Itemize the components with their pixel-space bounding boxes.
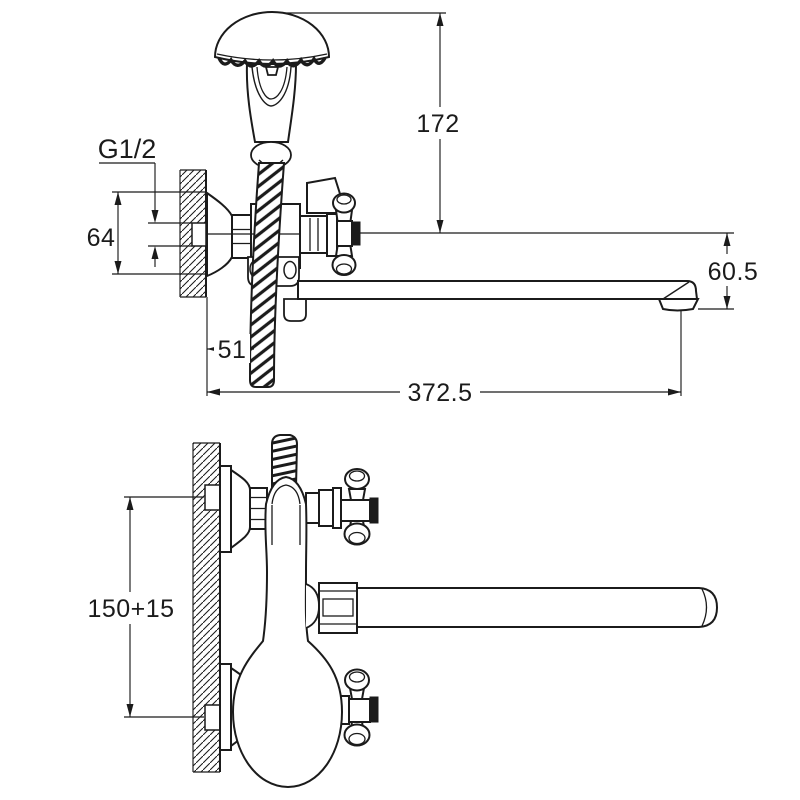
handle-end-cap bbox=[351, 221, 361, 246]
cross-handle-side bbox=[331, 192, 361, 276]
hex-nut-side bbox=[231, 214, 252, 259]
shower-head-dome bbox=[213, 11, 331, 65]
spout-mouth bbox=[657, 298, 700, 312]
dim-372-5: 372.5 bbox=[207, 376, 681, 408]
cartridge-side bbox=[299, 213, 338, 257]
spout-front bbox=[305, 582, 719, 634]
hand-shower bbox=[213, 11, 331, 169]
dim-spout-drop-label: 60.5 bbox=[708, 258, 759, 286]
dim-spout-reach-label: 372.5 bbox=[407, 379, 472, 407]
dim-height-label: 172 bbox=[416, 110, 459, 138]
dim-51: 51 bbox=[207, 334, 254, 364]
inlet-pipe-side bbox=[191, 222, 207, 247]
cross-handle-top-front bbox=[305, 468, 379, 546]
spout-side bbox=[297, 280, 700, 312]
dim-60-5: 60.5 bbox=[701, 233, 765, 309]
dim-172: 172 bbox=[410, 13, 466, 233]
cross-handle-bottom-front bbox=[339, 668, 379, 747]
shower-hose-side bbox=[248, 162, 286, 388]
thread-size-label: G1/2 bbox=[98, 134, 157, 164]
handle-end-cap bbox=[369, 497, 379, 524]
side-view: 172 60.5 372.5 51 bbox=[87, 11, 765, 408]
handle-end-cap bbox=[369, 696, 379, 723]
callout-thread: G1/2 bbox=[98, 134, 159, 267]
mixer-body-front bbox=[231, 475, 344, 789]
dim-hose-offset-label: 51 bbox=[218, 336, 247, 364]
extension-lines-side bbox=[112, 12, 734, 396]
spray-face bbox=[217, 55, 327, 68]
mount-top bbox=[219, 465, 268, 553]
front-view: 150+15 bbox=[87, 434, 719, 789]
shower-hose-front bbox=[271, 434, 299, 488]
dim-64: 64 bbox=[87, 192, 122, 274]
dim-escutcheon-label: 64 bbox=[87, 224, 116, 252]
dim-inlet-spacing-label: 150+15 bbox=[87, 595, 174, 623]
dim-150-15: 150+15 bbox=[87, 496, 204, 718]
